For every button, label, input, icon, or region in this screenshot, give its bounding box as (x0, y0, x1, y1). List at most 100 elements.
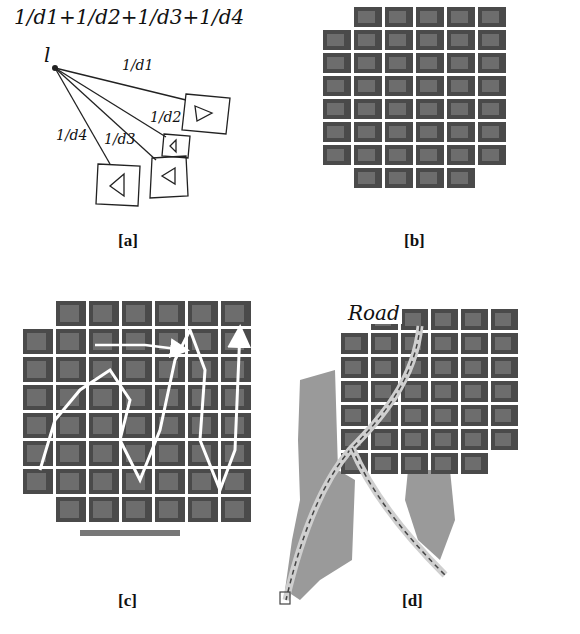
cell-mark (435, 313, 451, 326)
grid-cell (23, 413, 53, 438)
grid-cell (122, 357, 152, 382)
grid-cell (416, 76, 444, 96)
cell-mark (435, 457, 451, 470)
cell-mark (420, 57, 437, 69)
cell-mark (358, 57, 375, 69)
cell-mark (358, 34, 375, 46)
cell-mark (389, 149, 406, 161)
cell-mark (93, 501, 112, 518)
grid-cell (89, 413, 119, 438)
grid-cell (221, 357, 251, 382)
grid-cell (431, 453, 458, 474)
cell-mark (358, 80, 375, 92)
grid-cell (188, 301, 218, 326)
grid-cell (447, 145, 475, 165)
grid-cell (323, 145, 351, 165)
grid-cell (491, 357, 518, 378)
cell-mark (451, 126, 468, 138)
cell-mark (126, 417, 145, 434)
grid-cell (431, 405, 458, 426)
grid-cell (155, 301, 185, 326)
grid-cell (461, 381, 488, 402)
grid-cell (447, 7, 475, 27)
road-label: Road (346, 302, 402, 324)
grid-cell (431, 333, 458, 354)
cell-mark (451, 80, 468, 92)
grid-cell (23, 329, 53, 354)
grid-cell (221, 497, 251, 522)
cell-mark (192, 305, 211, 322)
grid-cell (478, 30, 506, 50)
cell-mark (435, 433, 451, 446)
cell-mark (420, 103, 437, 115)
cell-mark (225, 473, 244, 490)
cell-mark (358, 103, 375, 115)
cell-mark (126, 305, 145, 322)
grid-cell (354, 122, 382, 142)
cell-mark (93, 389, 112, 406)
grid-cell (155, 441, 185, 466)
cell-mark (159, 473, 178, 490)
grid-cell (23, 357, 53, 382)
grid-cell (354, 99, 382, 119)
panel-label: [c] (118, 592, 137, 611)
grid-cell (341, 333, 368, 354)
cell-mark (93, 417, 112, 434)
grid-cell (416, 99, 444, 119)
cell-mark (482, 80, 499, 92)
grid-cell (341, 357, 368, 378)
cell-mark (482, 103, 499, 115)
grid-cell (447, 168, 475, 188)
cell-mark (159, 305, 178, 322)
grid-cell (478, 145, 506, 165)
cell-mark (345, 337, 361, 350)
grid-cell (385, 7, 413, 27)
grid-cell (56, 357, 86, 382)
cell-mark (451, 34, 468, 46)
cell-mark (405, 313, 421, 326)
panel-label: [d] (402, 592, 423, 611)
grid-cell (491, 333, 518, 354)
grid-cell (416, 122, 444, 142)
cell-mark (420, 172, 437, 184)
cell-mark (389, 34, 406, 46)
grid-cell (385, 53, 413, 73)
point-label: l (44, 44, 50, 66)
grid-cell (478, 122, 506, 142)
grid-cell (323, 122, 351, 142)
cell-mark (60, 417, 79, 434)
cell-mark (451, 11, 468, 23)
grid-cell (221, 329, 251, 354)
cell-mark (327, 80, 344, 92)
distance-label: 1/d3 (104, 132, 136, 147)
cell-mark (327, 103, 344, 115)
cell-mark (482, 11, 499, 23)
grid-cell (401, 453, 428, 474)
cell-mark (420, 11, 437, 23)
grid-cell (56, 413, 86, 438)
grid-cell (122, 497, 152, 522)
formula-text: 1/d1+1/d2+1/d3+1/d4 (14, 6, 244, 28)
grid-cell (385, 145, 413, 165)
grid-cell (354, 30, 382, 50)
grid-cell (89, 329, 119, 354)
grid-cell (371, 357, 398, 378)
cell-mark (482, 34, 499, 46)
distance-label: 1/d1 (122, 58, 154, 73)
cell-mark (465, 361, 481, 374)
grid-cell (431, 357, 458, 378)
cell-mark (389, 80, 406, 92)
grid-cell (478, 53, 506, 73)
grid-cell (89, 497, 119, 522)
cell-mark (60, 333, 79, 350)
grid-cell (23, 385, 53, 410)
cell-mark (192, 473, 211, 490)
cell-mark (60, 305, 79, 322)
grid-cell (188, 497, 218, 522)
route-arrow (95, 345, 185, 350)
grid-cell (122, 329, 152, 354)
cell-mark (465, 337, 481, 350)
cell-mark (327, 126, 344, 138)
cell-mark (451, 149, 468, 161)
cell-mark (225, 361, 244, 378)
